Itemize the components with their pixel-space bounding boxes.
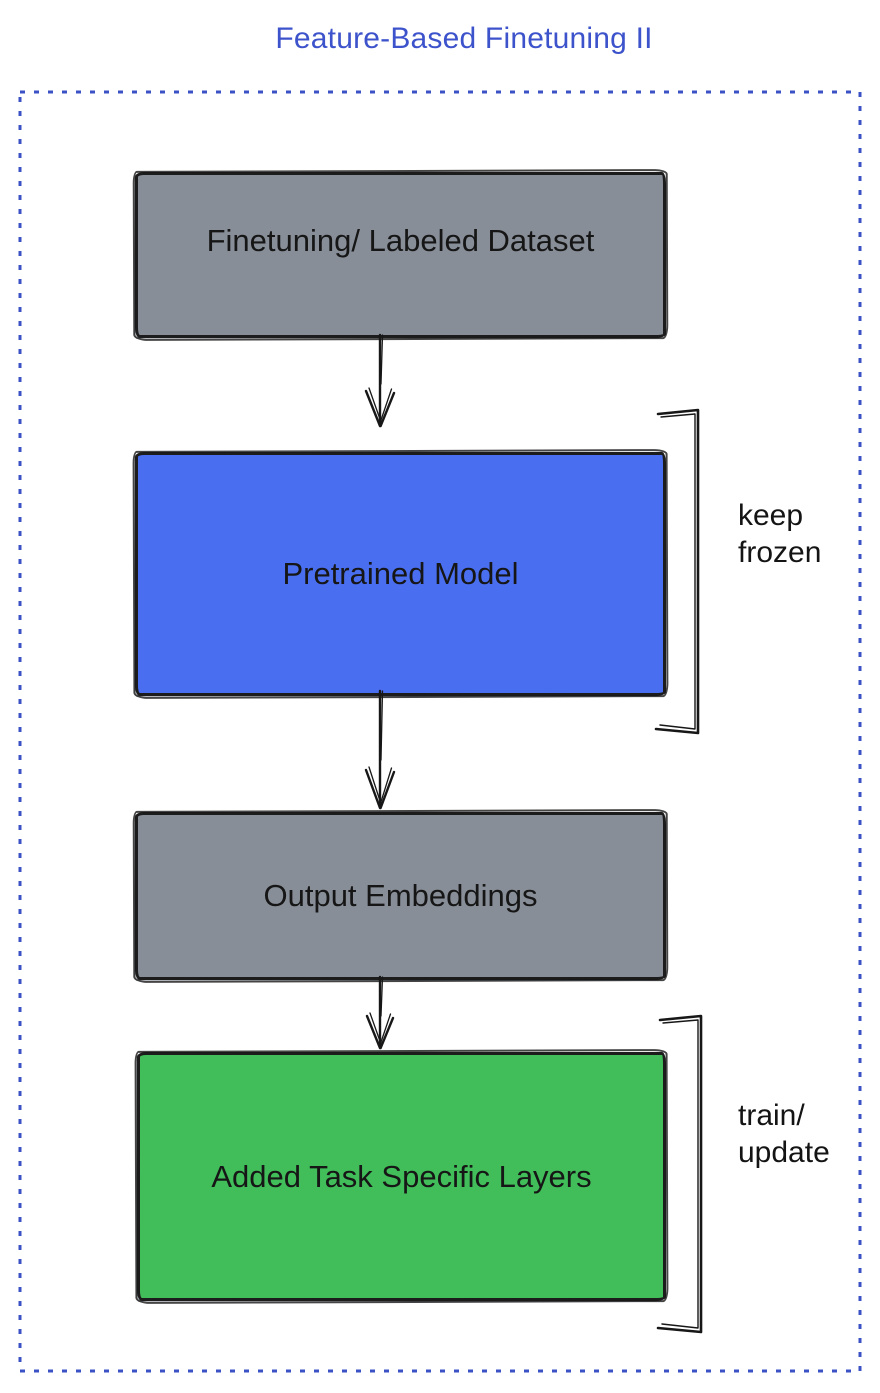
node-pretrained-model-label: Pretrained Model (282, 556, 519, 591)
node-finetuning-dataset-label: Finetuning/ Labeled Dataset (206, 223, 595, 258)
node-task-specific-layers-label: Added Task Specific Layers (211, 1158, 592, 1194)
annotation-keep-frozen-line1: keep (738, 499, 804, 532)
page-title: Feature-Based Finetuning II (275, 22, 653, 55)
node-task-specific-layers: Added Task Specific Layers (137, 1052, 666, 1301)
bracket-keep-frozen (654, 408, 700, 735)
node-pretrained-model: Pretrained Model (135, 452, 666, 696)
node-finetuning-dataset: Finetuning/ Labeled Dataset (135, 172, 666, 338)
node-output-embeddings-label: Output Embeddings (263, 878, 538, 913)
arrow-embeddings-to-layers (365, 975, 395, 1050)
annotation-keep-frozen-line2: frozen (738, 536, 822, 569)
annotation-keep-frozen: keep frozen (738, 497, 821, 571)
annotation-train-update-line1: train/ (738, 1099, 805, 1132)
arrow-pretrained-to-embeddings (364, 689, 396, 810)
node-output-embeddings: Output Embeddings (135, 812, 666, 980)
bracket-train-update (656, 1014, 703, 1334)
arrow-dataset-to-pretrained (364, 333, 396, 428)
annotation-train-update: train/ update (738, 1097, 830, 1171)
annotation-train-update-line2: update (738, 1136, 830, 1169)
